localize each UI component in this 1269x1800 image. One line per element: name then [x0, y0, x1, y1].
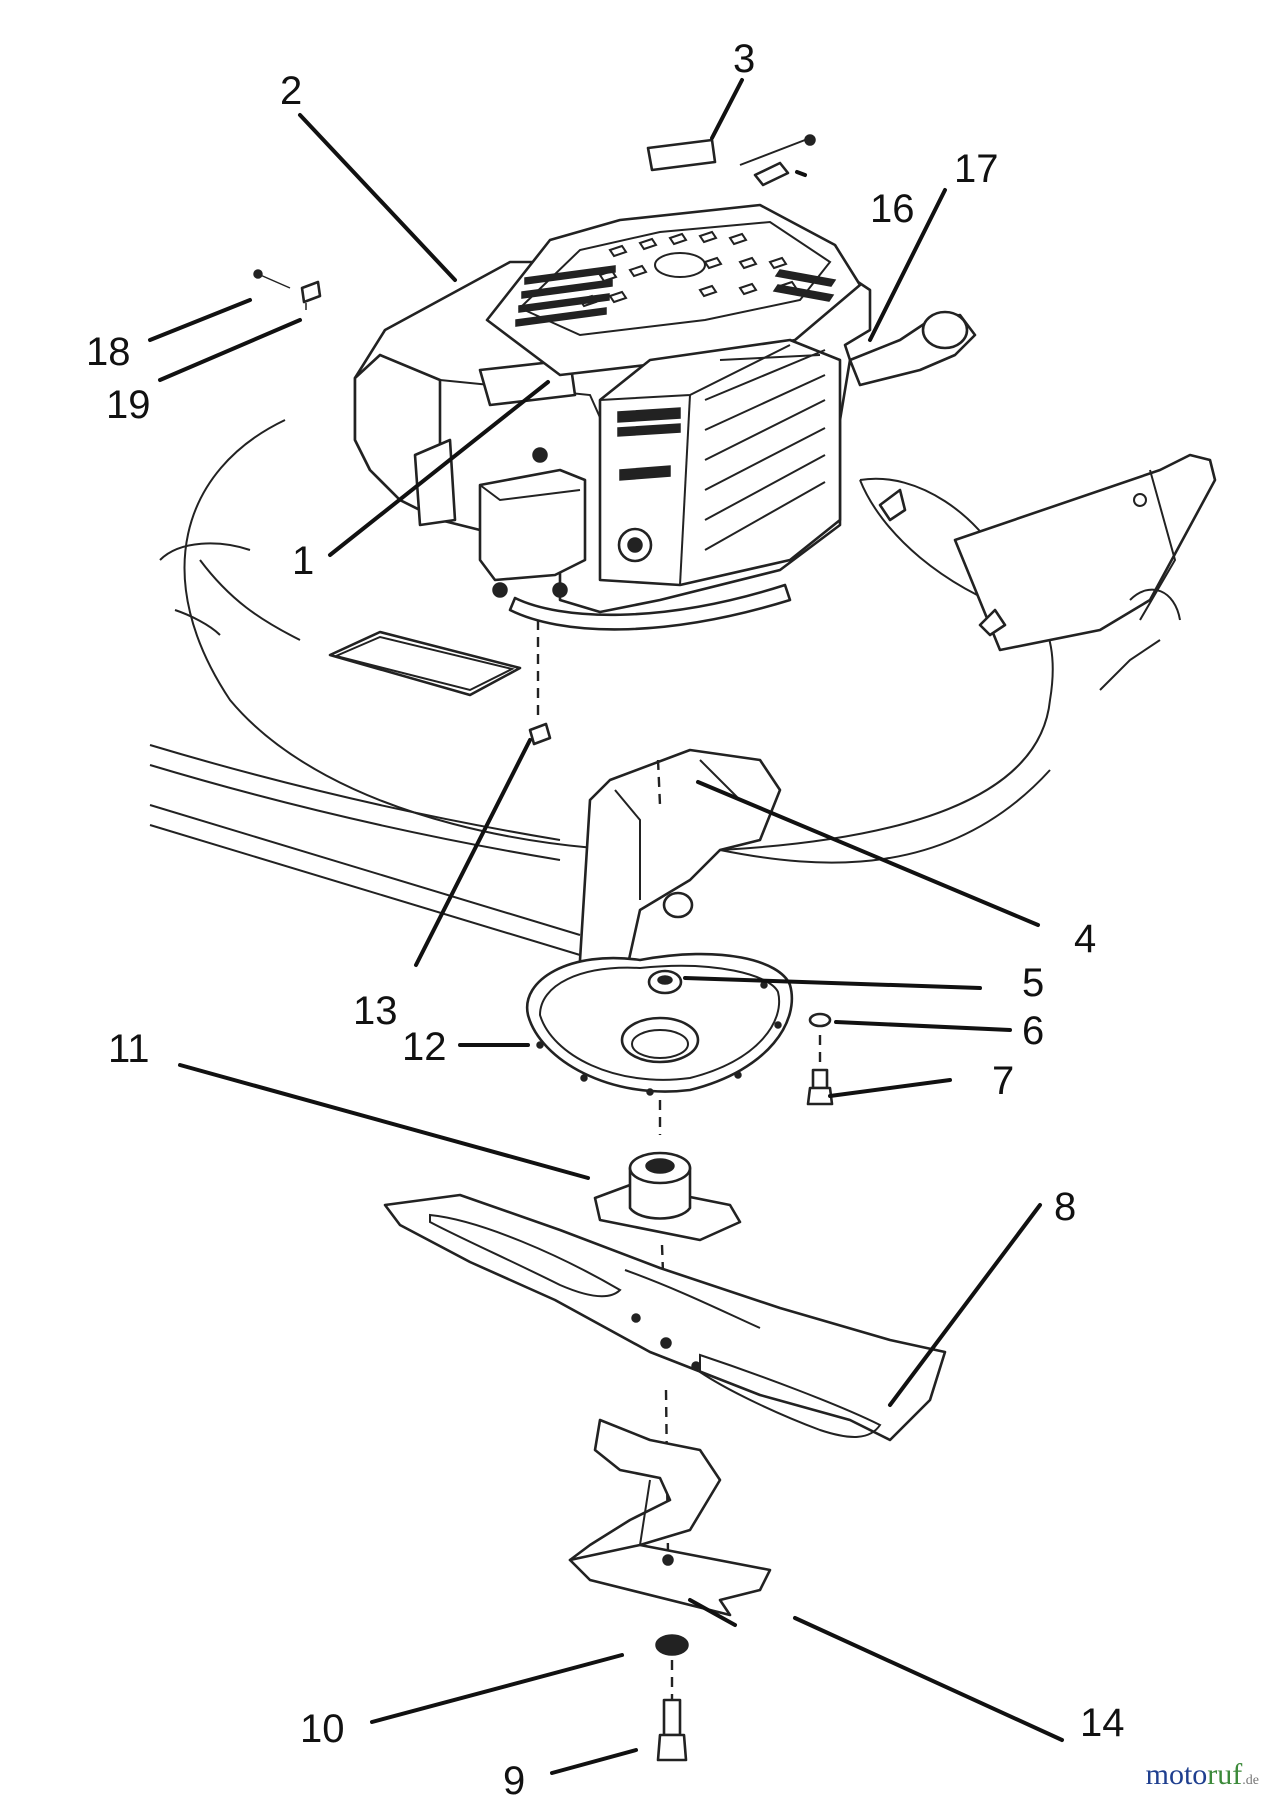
- callout-9: 9: [503, 1759, 525, 1800]
- callout-19: 19: [106, 383, 151, 427]
- callout-5: 5: [1022, 961, 1044, 1005]
- blade-washer: [655, 1634, 689, 1656]
- mower-blade: [383, 1193, 947, 1442]
- callout-4: 4: [1074, 917, 1096, 961]
- callout-1: 1: [292, 539, 314, 583]
- fasteners-18-19: [253, 269, 322, 310]
- blade-bolt: [656, 1698, 688, 1762]
- air-lift: [568, 1418, 772, 1627]
- callout-14: 14: [1080, 1701, 1125, 1745]
- callout-2: 2: [280, 69, 302, 113]
- callout-17: 17: [954, 147, 999, 191]
- decal-3: [646, 138, 717, 172]
- callout-8: 8: [1054, 1185, 1076, 1229]
- callout-12: 12: [402, 1025, 447, 1069]
- callout-labels: 1 2 3 4 5 6 7 8 9 10 11 12 13 14 16 17 1…: [86, 37, 1125, 1800]
- callout-7: 7: [992, 1059, 1014, 1103]
- engine: [353, 134, 977, 631]
- watermark-brand-a: moto: [1145, 1758, 1208, 1791]
- watermark: motoruf.de: [1146, 1758, 1259, 1792]
- callout-16: 16: [870, 187, 915, 231]
- callout-6: 6: [1022, 1009, 1044, 1053]
- callout-11: 11: [108, 1027, 150, 1071]
- leader-lines: [148, 78, 1064, 1775]
- callout-13: 13: [353, 989, 398, 1033]
- blade-adapter: [593, 1151, 742, 1242]
- mower-deck: [149, 419, 1217, 1002]
- callout-3: 3: [733, 37, 755, 81]
- watermark-suffix: .de: [1242, 1773, 1259, 1788]
- mounting-flange: [525, 952, 834, 1106]
- callout-18: 18: [86, 330, 131, 374]
- callout-10: 10: [300, 1707, 345, 1751]
- watermark-brand-b: ruf: [1207, 1758, 1243, 1791]
